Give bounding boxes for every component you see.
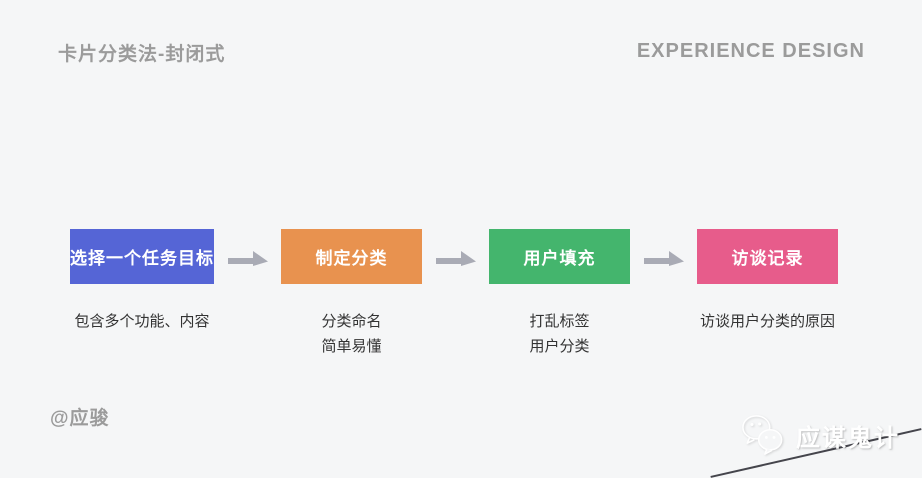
watermark-text: 应谋鬼计	[796, 424, 900, 452]
step-note: 分类命名	[321, 313, 382, 330]
flow-step-interview-record: 访谈记录 访谈用户分类的原因	[697, 229, 838, 332]
step-box-task-goal: 选择一个任务目标	[70, 229, 214, 284]
step-box-interview-record: 访谈记录	[697, 229, 838, 284]
page-title: 卡片分类法-封闭式	[58, 44, 226, 65]
step-box-define-categories: 制定分类	[281, 229, 422, 284]
step-note: 用户分类	[529, 338, 590, 355]
right-arrow-icon	[422, 229, 489, 284]
right-arrow-icon	[214, 229, 281, 284]
brand-label: EXPERIENCE DESIGN	[636, 40, 865, 62]
step-note: 包含多个功能、内容	[74, 313, 210, 330]
step-box-user-fill: 用户填充	[489, 229, 630, 284]
step-note: 简单易懂	[321, 338, 382, 355]
flow-step-define-categories: 制定分类 分类命名 简单易懂	[281, 229, 422, 357]
step-note: 打乱标签	[529, 313, 590, 330]
wechat-logo-icon	[742, 415, 783, 455]
flow-step-task-goal: 选择一个任务目标 包含多个功能、内容	[70, 229, 214, 332]
step-note: 访谈用户分类的原因	[699, 313, 835, 330]
right-arrow-icon	[630, 229, 697, 284]
flow-diagram: 选择一个任务目标 包含多个功能、内容 制定分类 分类命名 简单易懂 用户填充 打…	[70, 229, 838, 357]
flow-step-user-fill: 用户填充 打乱标签 用户分类	[489, 229, 630, 357]
watermark: 应谋鬼计	[740, 413, 900, 457]
author-signature: @应骏	[50, 408, 110, 429]
